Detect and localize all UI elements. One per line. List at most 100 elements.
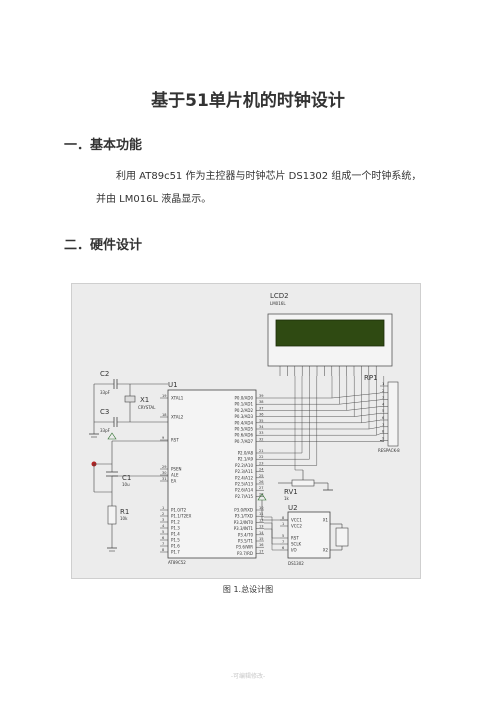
mcu-pin-number: 15 <box>259 537 263 541</box>
mcu-pin-label: P3.6/WR <box>236 545 253 550</box>
mcu-pin-label: P1.7 <box>171 550 180 555</box>
mcu-pin-label: P0.4/AD4 <box>235 420 254 425</box>
mcu-pin-label: P0.1/AD1 <box>235 402 254 407</box>
c1-ref: C1 <box>122 474 131 482</box>
data-bus-wire <box>379 440 384 442</box>
mcu-pin-number: 4 <box>162 524 165 528</box>
mcu-ref: U1 <box>168 381 178 389</box>
rp1-pin-number: 5 <box>382 409 384 413</box>
mcu-pin-number: 1 <box>162 506 164 510</box>
rp1-pin-number: 1 <box>382 382 384 386</box>
mcu-pin-label: P3.5/T1 <box>238 539 254 544</box>
mcu-pin-label: P2.6/A14 <box>235 488 253 493</box>
u2-pin-label: SCLK <box>291 542 302 547</box>
mcu-pin-label: P1.4 <box>171 532 180 537</box>
control-wire <box>264 376 303 454</box>
rp1-part: RESPACK-8 <box>378 448 400 453</box>
mcu-pin-label: P1.1/T2EX <box>171 514 192 519</box>
mcu-pin-label: P2.3/A11 <box>235 469 253 474</box>
mcu-pin-number: 28 <box>259 492 263 496</box>
mcu-pin-number: 2 <box>162 512 164 516</box>
u2-pin-label: VCC1 <box>291 518 302 523</box>
reset-circuit: C1 10u R1 10k <box>91 432 168 552</box>
rtc-wire <box>264 528 280 551</box>
crystal-x1: X1 CRYSTAL <box>124 384 156 422</box>
mcu-pin-number: 23 <box>259 461 263 465</box>
data-bus-wire <box>264 376 377 436</box>
rp1-pin-number: 3 <box>382 396 384 400</box>
data-bus-wire <box>354 413 381 417</box>
circuit-schematic: LCD2 LM016L U1 AT89C52 XTAL119XTAL218RST… <box>89 292 400 566</box>
mcu-pin-label: XTAL2 <box>171 415 184 420</box>
mcu-pin-number: 25 <box>259 474 263 478</box>
u2-pin-number: 1 <box>282 522 284 526</box>
mcu-pin-label: P0.3/AD3 <box>235 414 254 419</box>
rp1-pin-number: 7 <box>382 423 384 427</box>
mcu-pin-label: P2.0/A8 <box>238 451 254 456</box>
mcu-pin-number: 36 <box>259 413 263 417</box>
mcu-pin-number: 31 <box>162 477 166 481</box>
mcu-part: AT89C52 <box>168 560 186 565</box>
data-bus-wire <box>331 392 381 399</box>
control-wire <box>264 376 310 460</box>
rv1-value: 1k <box>284 496 290 501</box>
u2-pin-number: 5 <box>282 534 284 538</box>
data-bus-wire <box>346 406 381 411</box>
control-wire <box>264 376 318 466</box>
mcu-pin-label: P3.1/TXD <box>235 514 253 519</box>
mcu-pin-label: P2.7/A15 <box>235 494 253 499</box>
data-bus-wire <box>264 376 333 399</box>
u2-pin-number: 7 <box>282 540 284 544</box>
mcu-pin-label: P0.5/AD5 <box>235 427 254 432</box>
u2-pin-label: I/O <box>291 548 297 553</box>
potentiometer-rv1: RV1 1k <box>278 470 333 501</box>
lcd-module: LCD2 LM016L <box>267 292 393 376</box>
paragraph-basic-function: 利用 AT89c51 作为主控器与时钟芯片 DS1302 组成一个时钟系统， 并… <box>96 165 446 211</box>
mcu-pin-label: P3.7/RD <box>237 551 253 556</box>
mcu-pin-number: 32 <box>259 437 263 441</box>
rp1-pin-number: 2 <box>382 389 384 393</box>
mcu-pin-label: PSEN <box>171 467 181 472</box>
mcu-pin-number: 11 <box>259 512 263 516</box>
data-bus-wire <box>368 426 381 430</box>
mcu-u1: U1 AT89C52 XTAL119XTAL218RST9PSEN29ALE30… <box>160 381 264 565</box>
mcu-pin-number: 14 <box>259 531 264 535</box>
u2-pin-label: RST <box>291 536 299 541</box>
mcu-pin-label: P2.4/A12 <box>235 475 253 480</box>
c3-ref: C3 <box>100 408 109 416</box>
mcu-pin-number: 18 <box>162 413 166 417</box>
u2-pin-label: X1 <box>323 518 329 523</box>
rp1-pin-number: 4 <box>382 402 385 406</box>
mcu-pin-label: P3.0/RXD <box>234 508 253 513</box>
contrast-wire <box>294 376 303 471</box>
mcu-pin-label: RST <box>171 438 179 443</box>
u2-ref: U2 <box>288 504 298 512</box>
data-bus-wire <box>376 433 381 436</box>
rp1-pin-number: 6 <box>382 416 384 420</box>
mcu-pin-label: P1.2 <box>171 520 180 525</box>
x1-value: CRYSTAL <box>138 405 156 410</box>
mcu-pin-number: 35 <box>259 419 263 423</box>
u2-pin-number: 6 <box>282 546 284 550</box>
u2-pin-label: VCC2 <box>291 524 302 529</box>
rp1-ref: RP1 <box>364 374 378 382</box>
rv1-ref: RV1 <box>284 488 298 496</box>
mcu-pin-number: 27 <box>259 486 263 490</box>
mcu-pin-number: 24 <box>259 468 264 472</box>
section-heading-hardware-design: 二．硬件设计 <box>64 238 143 253</box>
lcd-part: LM016L <box>270 301 286 306</box>
mcu-pin-label: P3.2/INT0 <box>234 520 254 525</box>
capacitor-c3: C3 33pF <box>89 384 168 438</box>
c3-value: 33pF <box>100 428 111 433</box>
mcu-pin-number: 13 <box>259 525 263 529</box>
mcu-pin-label: P2.2/A10 <box>235 463 253 468</box>
mcu-pin-label: ALE <box>171 473 179 478</box>
lcd-ref: LCD2 <box>270 292 289 300</box>
mcu-pin-number: 10 <box>259 506 263 510</box>
mcu-pin-number: 12 <box>259 518 263 522</box>
rp1-pin-number: 9 <box>382 436 384 440</box>
mcu-pin-number: 37 <box>259 406 263 410</box>
mcu-pin-label: P3.3/INT1 <box>234 526 254 531</box>
